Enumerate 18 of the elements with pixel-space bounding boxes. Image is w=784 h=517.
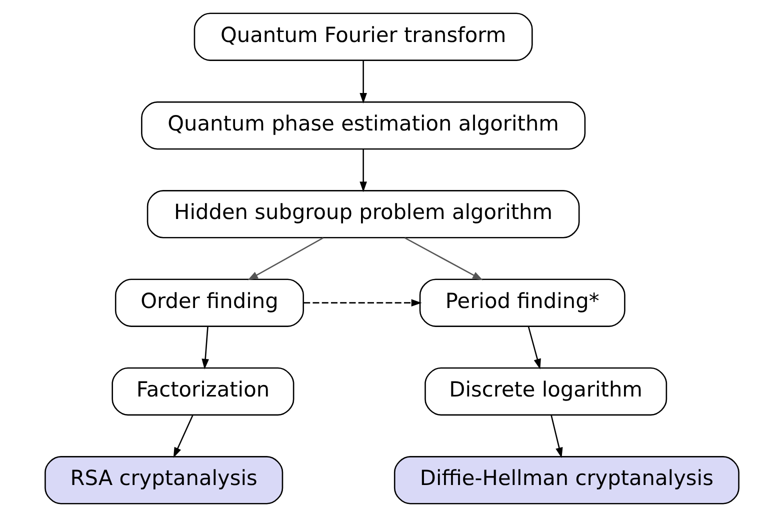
arrow xyxy=(202,326,209,370)
node-box: Order finding xyxy=(114,278,304,327)
arrow xyxy=(528,326,541,370)
node-box: Factorization xyxy=(112,367,294,416)
node-box: Period finding* xyxy=(419,278,626,327)
arrow xyxy=(304,299,422,306)
arrow xyxy=(404,237,483,280)
arrow xyxy=(360,149,367,192)
arrow xyxy=(360,60,367,104)
node-box: Diffie-Hellman cryptanalysis xyxy=(394,456,740,504)
node-box: Discrete logarithm xyxy=(424,367,668,416)
arrow xyxy=(550,415,563,458)
node-box: RSA cryptanalysis xyxy=(44,456,284,504)
arrow xyxy=(248,237,324,280)
node-box: Hidden subgroup problem algorithm xyxy=(146,190,580,238)
node-box: Quantum phase estimation algorithm xyxy=(141,101,586,150)
arrow xyxy=(173,415,194,458)
node-box: Quantum Fourier transform xyxy=(194,12,533,61)
